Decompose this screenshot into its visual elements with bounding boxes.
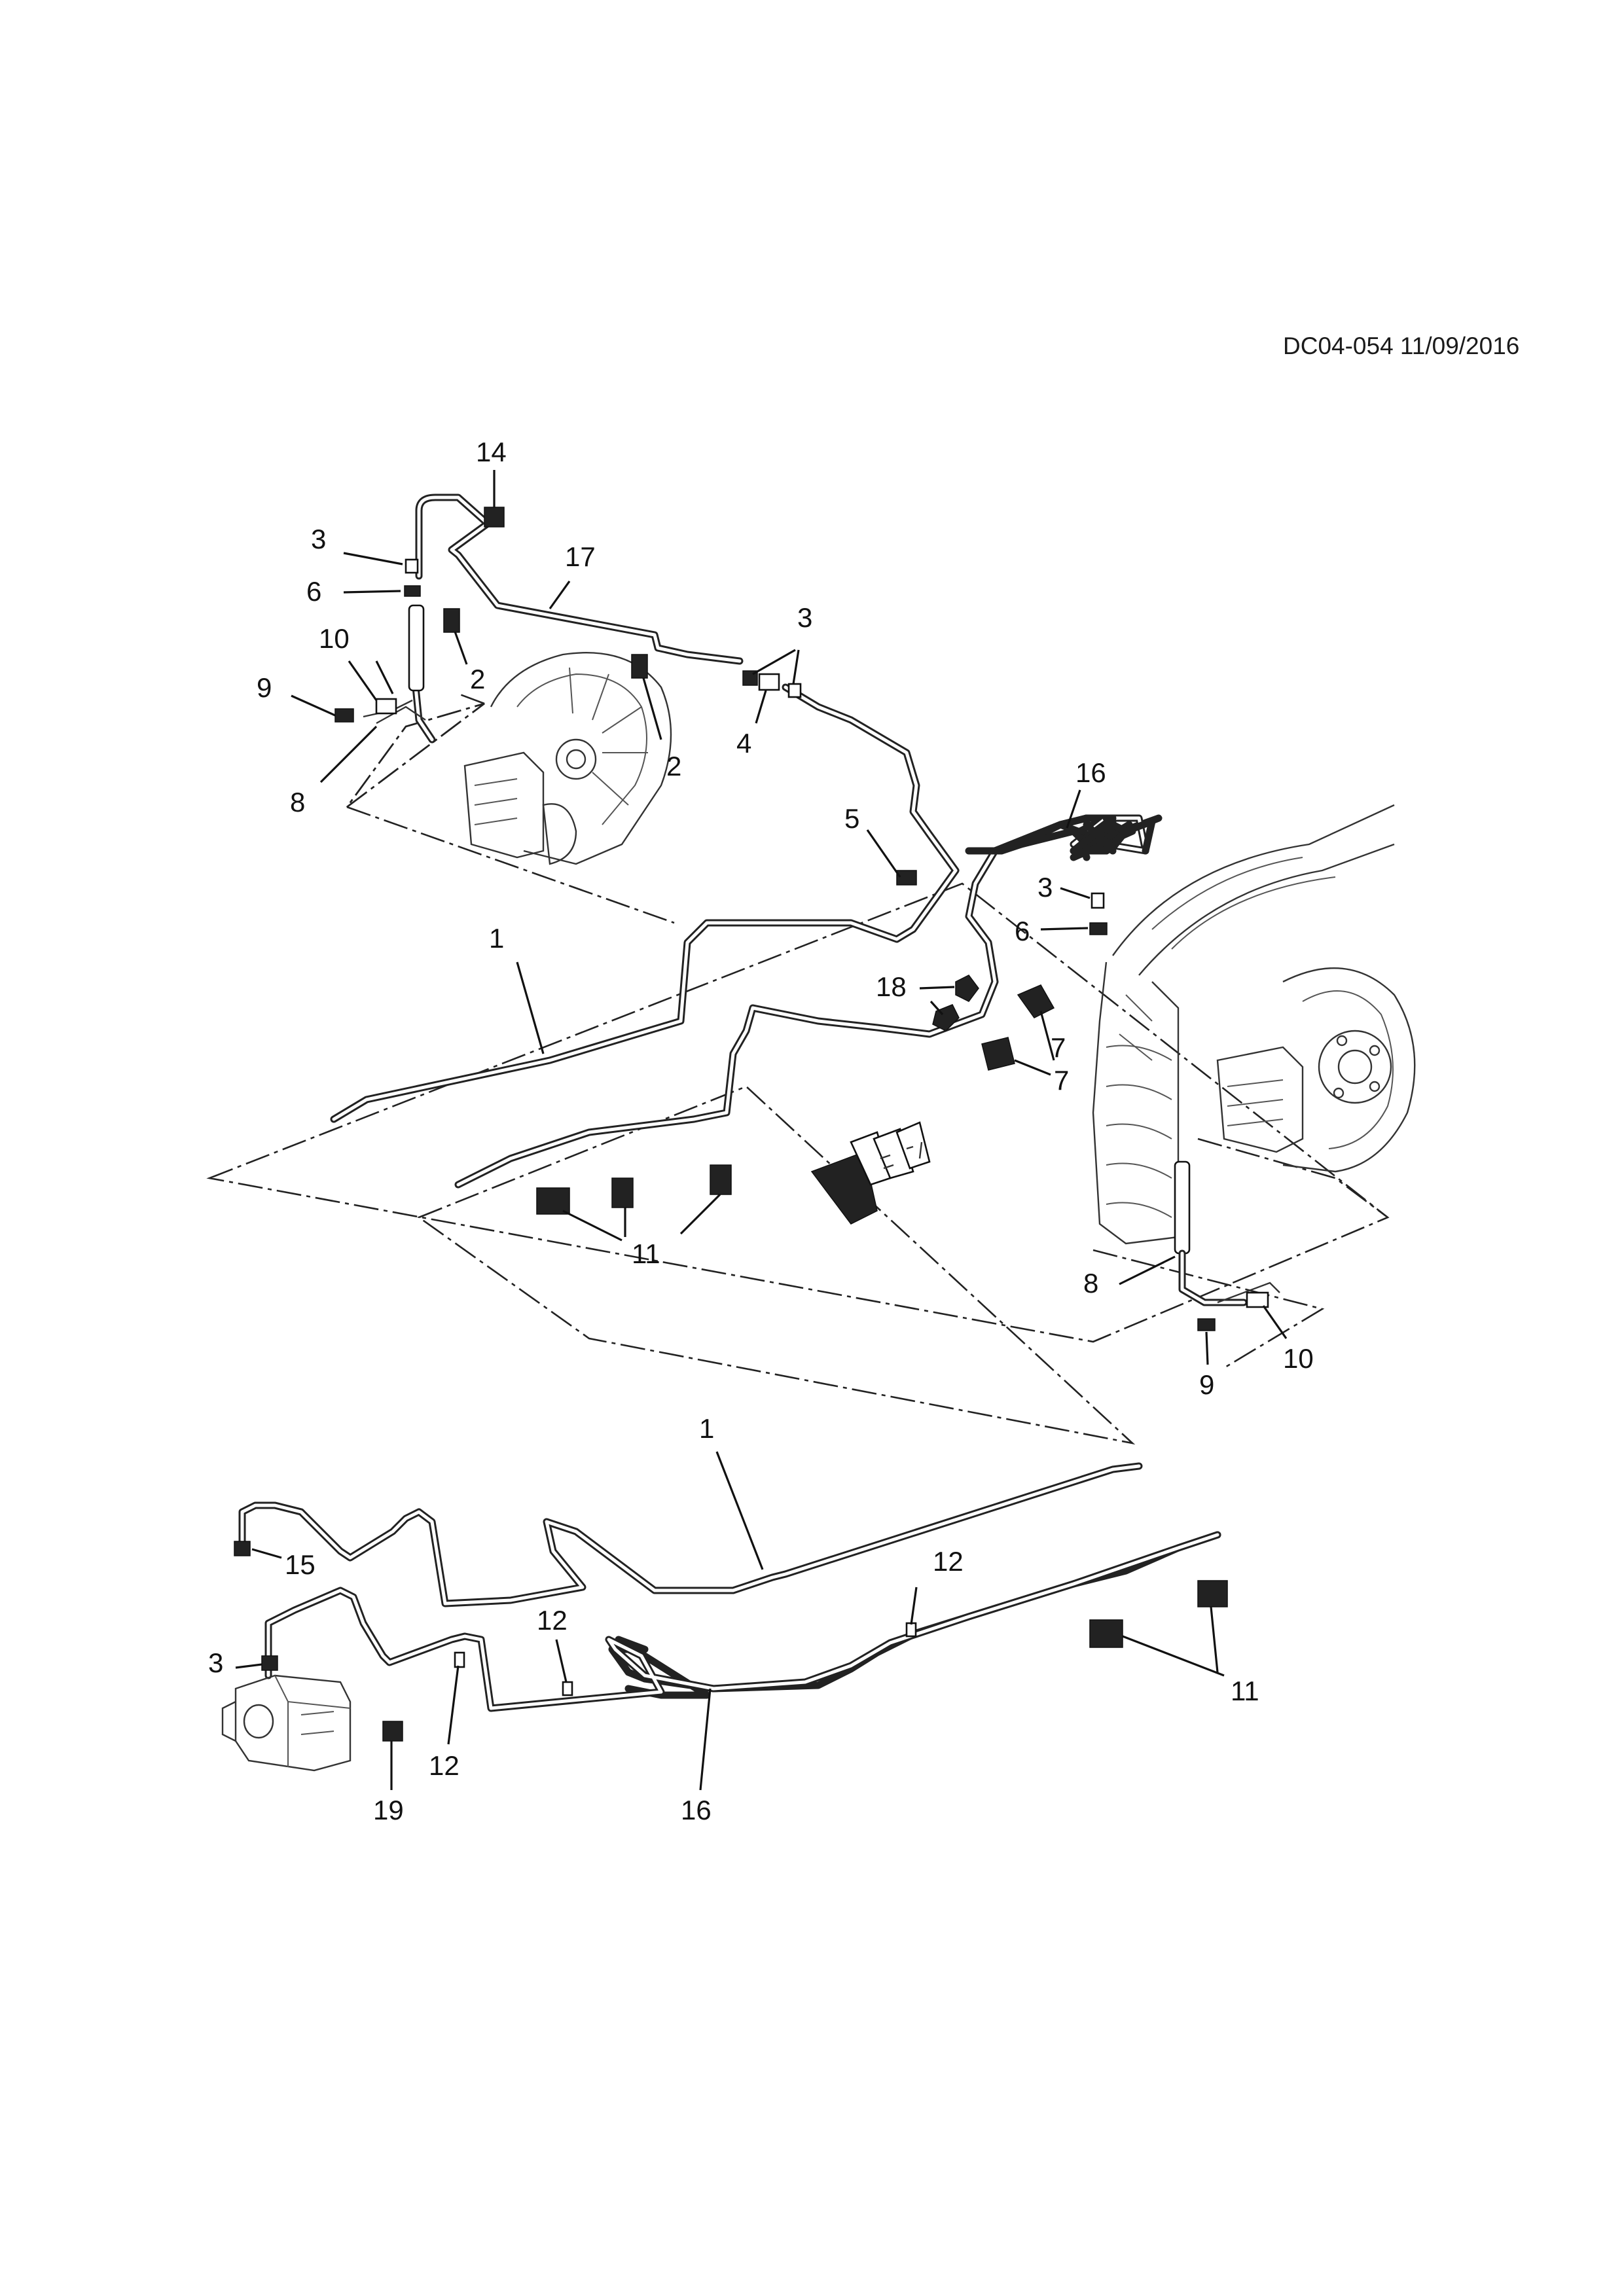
front-direction-arrow-icon — [810, 1121, 931, 1225]
callout-18: 18 — [876, 971, 907, 1002]
callout-11b: 11 — [1231, 1676, 1259, 1706]
callout-4: 4 — [736, 728, 751, 759]
brake-pipes — [238, 493, 1221, 1712]
pipe-clip-7 — [981, 984, 1055, 1071]
pipe-clip-2b — [631, 654, 648, 679]
callout-labels: 14 3 17 6 3 2 10 9 2 4 8 16 5 3 6 1 18 7… — [208, 437, 1314, 1825]
leader-lines — [235, 470, 1288, 1791]
pipe-clip-12a — [905, 1622, 917, 1638]
brake-rotor-icon — [1282, 967, 1416, 1173]
callout-12c: 12 — [429, 1750, 460, 1781]
pipe-clip-2a — [443, 608, 460, 633]
brake-hose-front-left — [408, 604, 425, 692]
callout-3a: 3 — [311, 524, 326, 554]
callout-16b: 16 — [681, 1795, 712, 1825]
clips-and-fittings — [234, 507, 1228, 1742]
callout-8a: 8 — [290, 787, 305, 817]
banjo-fitting-front-left — [375, 698, 397, 715]
tube-nut-fitting-15 — [234, 1541, 251, 1556]
callout-9b: 9 — [1199, 1369, 1214, 1400]
pipe-clip-11a — [536, 1187, 570, 1215]
callout-12a: 12 — [933, 1546, 964, 1577]
callout-1b: 1 — [699, 1413, 714, 1444]
callout-10b: 10 — [1283, 1343, 1314, 1374]
callout-14: 14 — [476, 437, 507, 467]
pipe-clip-5 — [896, 870, 917, 886]
pipe-clip-19 — [382, 1721, 403, 1742]
callout-8b: 8 — [1083, 1268, 1098, 1299]
callout-15: 15 — [285, 1549, 316, 1580]
brake-caliper-icon — [463, 751, 577, 865]
abs-module-icon — [221, 1674, 352, 1772]
callout-7b: 7 — [1054, 1065, 1069, 1096]
callout-3b: 3 — [797, 602, 812, 633]
front-left-brake-assembly — [334, 558, 672, 865]
diagram-reference-code: DC04-054 11/09/2016 — [1283, 332, 1520, 359]
pipe-clip-11b — [611, 1177, 634, 1208]
body-frame-rail — [1092, 804, 1395, 1245]
callout-10a: 10 — [319, 623, 350, 654]
tube-nut-fitting — [405, 558, 419, 574]
callout-2a: 2 — [470, 664, 485, 694]
callout-19: 19 — [373, 1795, 404, 1825]
brake-caliper-icon — [1216, 1046, 1304, 1153]
callout-3c: 3 — [1038, 872, 1053, 903]
tube-nut-fitting-3c — [1091, 892, 1105, 909]
banjo-bolt-front-left — [334, 708, 354, 723]
callout-9a: 9 — [257, 672, 272, 703]
pipe-clip-11e — [1089, 1619, 1123, 1648]
brake-rotor-icon — [490, 652, 672, 865]
rear-right-brake-assembly — [1092, 804, 1416, 1331]
callout-2b: 2 — [666, 751, 681, 781]
callout-3d: 3 — [208, 1647, 223, 1678]
pipe-connector-4 — [758, 673, 780, 691]
callout-17: 17 — [565, 541, 596, 572]
pipe-clip-12b — [562, 1681, 573, 1696]
brake-hose-rear-right — [1174, 1160, 1191, 1255]
callout-6a: 6 — [306, 576, 321, 607]
callout-6b: 6 — [1015, 916, 1030, 946]
callout-7a: 7 — [1051, 1032, 1066, 1063]
tube-nut-fitting-3d — [261, 1655, 278, 1671]
banjo-fitting-rear-right — [1246, 1291, 1269, 1308]
pipe-clip-11d — [1197, 1580, 1228, 1607]
callout-5: 5 — [844, 803, 859, 834]
banjo-bolt-rear-right — [1197, 1318, 1216, 1331]
retainer-clip-6b — [1089, 922, 1108, 935]
callout-1a: 1 — [489, 923, 504, 954]
bracket-clip-14 — [484, 507, 505, 528]
callout-16a: 16 — [1075, 757, 1106, 788]
callout-12b: 12 — [537, 1605, 568, 1636]
pipe-clip-12c — [454, 1651, 465, 1668]
tube-nut-fitting-3b — [787, 683, 802, 698]
retainer-clip — [404, 585, 421, 597]
callout-11a: 11 — [632, 1238, 660, 1269]
pipe-clip-11c — [710, 1164, 732, 1195]
